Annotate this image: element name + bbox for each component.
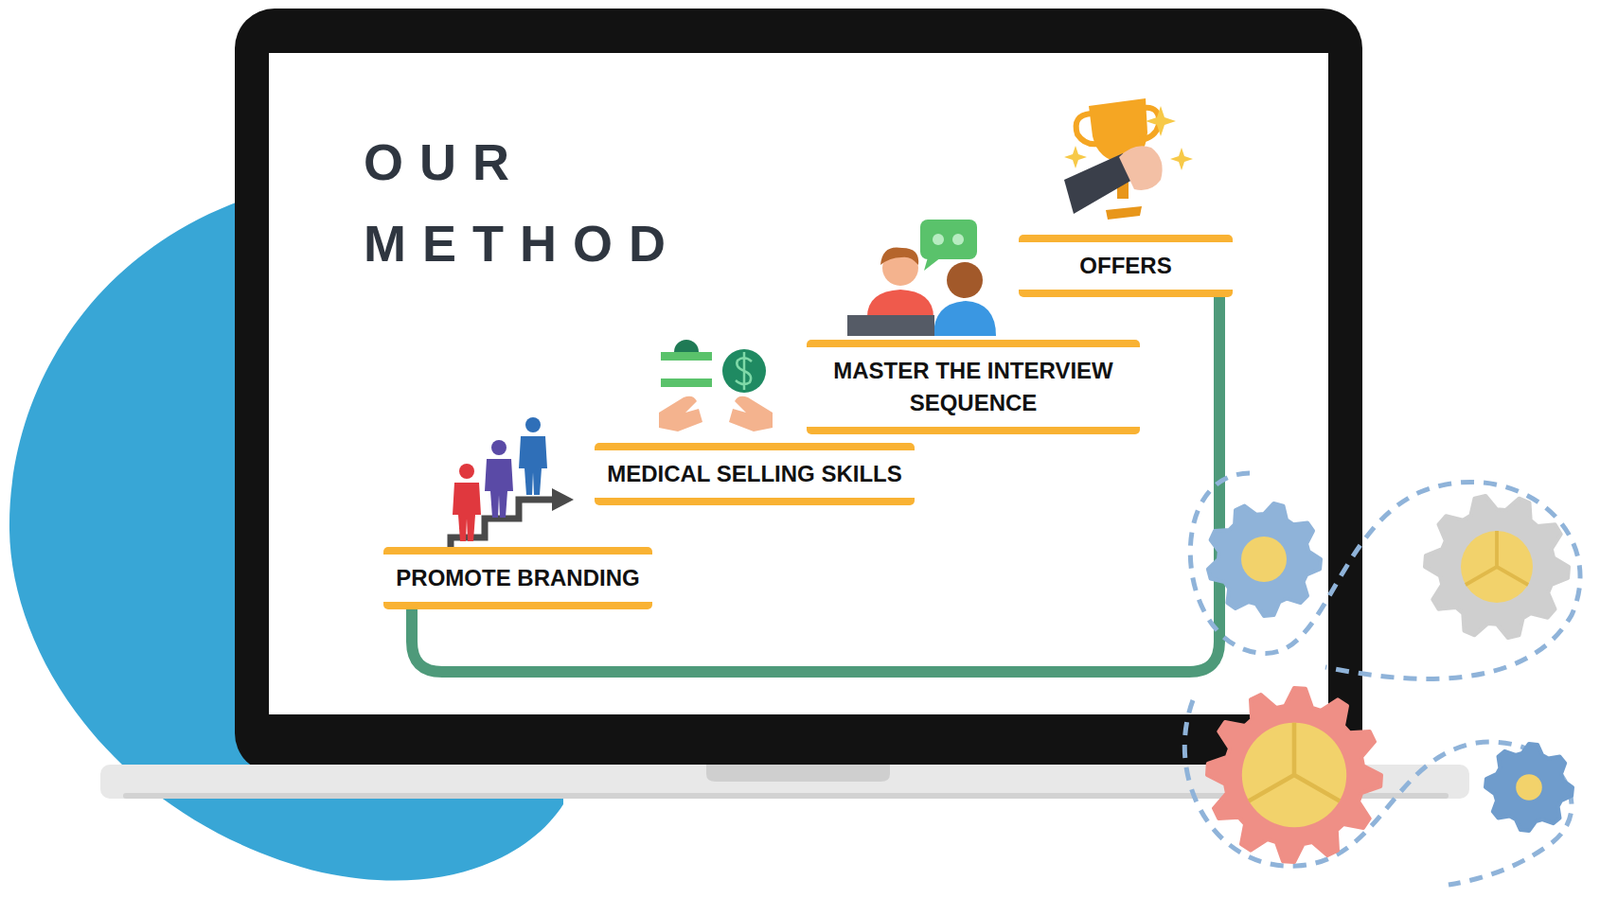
laptop-screen — [268, 53, 1329, 715]
laptop-frame — [234, 8, 1363, 774]
step-band: PROMOTE BRANDING — [383, 547, 653, 610]
gear-spokes — [1465, 531, 1529, 586]
interview-icon — [847, 219, 996, 337]
laptop-notch — [706, 764, 890, 783]
gear-hub — [1241, 536, 1287, 583]
step-label: MASTER THE INTERVIEW SEQUENCE — [817, 355, 1129, 420]
flow-connector — [411, 297, 1220, 673]
gear — [1207, 688, 1382, 863]
selling-icon — [658, 339, 773, 432]
gear — [1424, 496, 1569, 639]
gear — [1485, 744, 1573, 832]
step-label: PROMOTE BRANDING — [394, 562, 641, 595]
step-label: MEDICAL SELLING SKILLS — [605, 458, 904, 491]
step-band: MEDICAL SELLING SKILLS — [594, 443, 915, 506]
trophy-icon — [1064, 98, 1193, 220]
gear-hub — [1460, 531, 1533, 604]
step-label: OFFERS — [1030, 249, 1222, 283]
gear-hub — [1242, 723, 1347, 828]
gear-hub — [1515, 774, 1543, 801]
step-band: OFFERS — [1018, 234, 1233, 298]
gear — [1208, 503, 1321, 617]
title: OUR METHOD — [363, 121, 743, 285]
step-band: MASTER THE INTERVIEW SEQUENCE — [806, 339, 1140, 435]
branding-icon — [450, 417, 574, 548]
gear-spokes — [1248, 723, 1340, 802]
